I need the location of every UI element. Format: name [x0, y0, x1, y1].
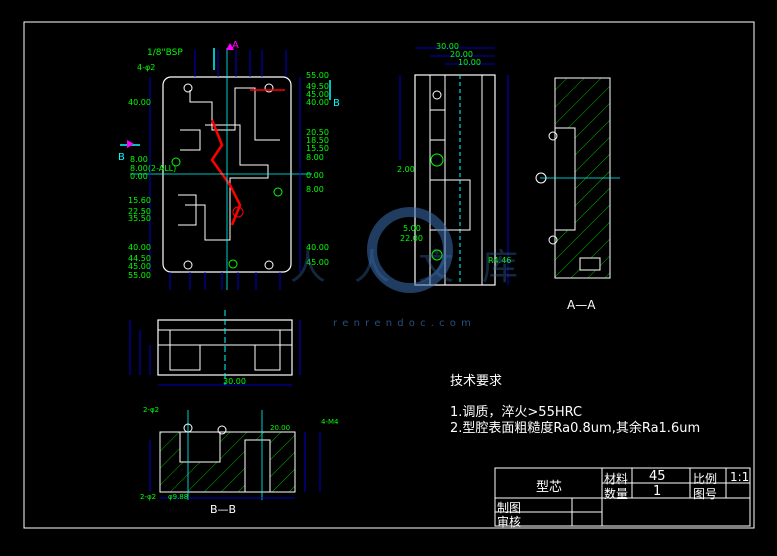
material-value: 45	[649, 469, 666, 484]
watermark-logo	[367, 207, 453, 293]
dim-right-0: 55.00	[306, 71, 329, 80]
dim-side-0: 30.00	[436, 42, 459, 51]
dim-front-0: 30.00	[223, 377, 246, 386]
dim-right-6: 15.50	[306, 144, 329, 153]
marker-b-left: B	[118, 152, 125, 163]
title-block-frame	[494, 467, 751, 527]
section-bb-view	[149, 410, 321, 500]
dim-right-8: 0.00	[306, 171, 324, 180]
dim-right-10: 40.00	[306, 243, 329, 252]
dim-right-5: 18.50	[306, 136, 329, 145]
dim-left-2: 8.00(2-ALL)	[130, 164, 177, 173]
notes-item-2: 2.型腔表面粗糙度Ra0.8um,其余Ra1.6um	[450, 421, 701, 436]
section-aa-label: A—A	[567, 298, 596, 312]
dim-left-0: 40.00	[128, 98, 151, 107]
dim-side-5: 2.00	[397, 165, 415, 174]
dim-bsp: 1/8"BSP	[147, 48, 183, 58]
dim-right-2: 45.00	[306, 90, 329, 99]
dim-side-6: 5.00	[403, 224, 421, 233]
dim-right-11: 45.00	[306, 258, 329, 267]
dim-left-7: 40.00	[128, 243, 151, 252]
dim-right-9: 8.00	[306, 185, 324, 194]
dim-left-3: 0.00	[130, 172, 148, 181]
drawn-label: 制图	[497, 501, 522, 515]
front-view	[129, 310, 301, 386]
dim-left-6: 35.50	[128, 214, 151, 223]
dim-bb-0: 2-φ2	[143, 406, 160, 414]
dim-side-1: 20.00	[450, 50, 473, 59]
dim-left-5: 22.50	[128, 207, 151, 216]
dim-right-7: 8.00	[306, 153, 324, 162]
dim-bb-6: 2-φ2	[140, 493, 157, 501]
dim-side-7: 22.00	[400, 234, 423, 243]
dim-4-phi2: 4-φ2	[137, 63, 156, 72]
dim-right-1: 49.50	[306, 82, 329, 91]
qty-label: 数量	[604, 487, 629, 501]
dim-right-3: 40.00	[306, 98, 329, 107]
dim-bb-2: 20.00	[270, 424, 291, 432]
section-aa-view	[535, 77, 620, 279]
dim-left-9: 45.00	[128, 262, 151, 271]
dim-bb-3: 4-M4	[321, 418, 339, 426]
checked-label: 审核	[497, 515, 522, 529]
qty-value: 1	[653, 484, 662, 499]
material-label: 材料	[604, 472, 629, 486]
notes-item-1: 1.调质，淬火>55HRC	[450, 405, 583, 420]
marker-b-right: B	[333, 98, 340, 109]
dim-left-10: 55.00	[128, 271, 151, 280]
dim-side-2: 10.00	[458, 58, 481, 67]
dim-right-4: 20.50	[306, 128, 329, 137]
marker-a-top: A	[232, 40, 239, 51]
notes-title: 技术要求	[450, 374, 503, 389]
scale-label: 比例	[693, 472, 718, 486]
section-bb-label: B—B	[210, 503, 237, 516]
drawing-no-label: 图号	[693, 487, 718, 501]
watermark-brand: 人人文库	[290, 247, 547, 288]
dim-left-4: 15.60	[128, 196, 151, 205]
dim-bb-7: φ9.88	[168, 493, 189, 501]
dim-left-1: 8.00	[130, 155, 148, 164]
main-top-view	[120, 43, 331, 290]
sheet-border	[23, 21, 755, 529]
dim-side-8: R4.46	[488, 256, 512, 265]
dim-left-8: 44.50	[128, 254, 151, 263]
watermark-url: r e n r e n d o c . c o m	[333, 318, 472, 329]
part-name: 型芯	[536, 480, 563, 495]
scale-value: 1:1	[730, 470, 750, 484]
